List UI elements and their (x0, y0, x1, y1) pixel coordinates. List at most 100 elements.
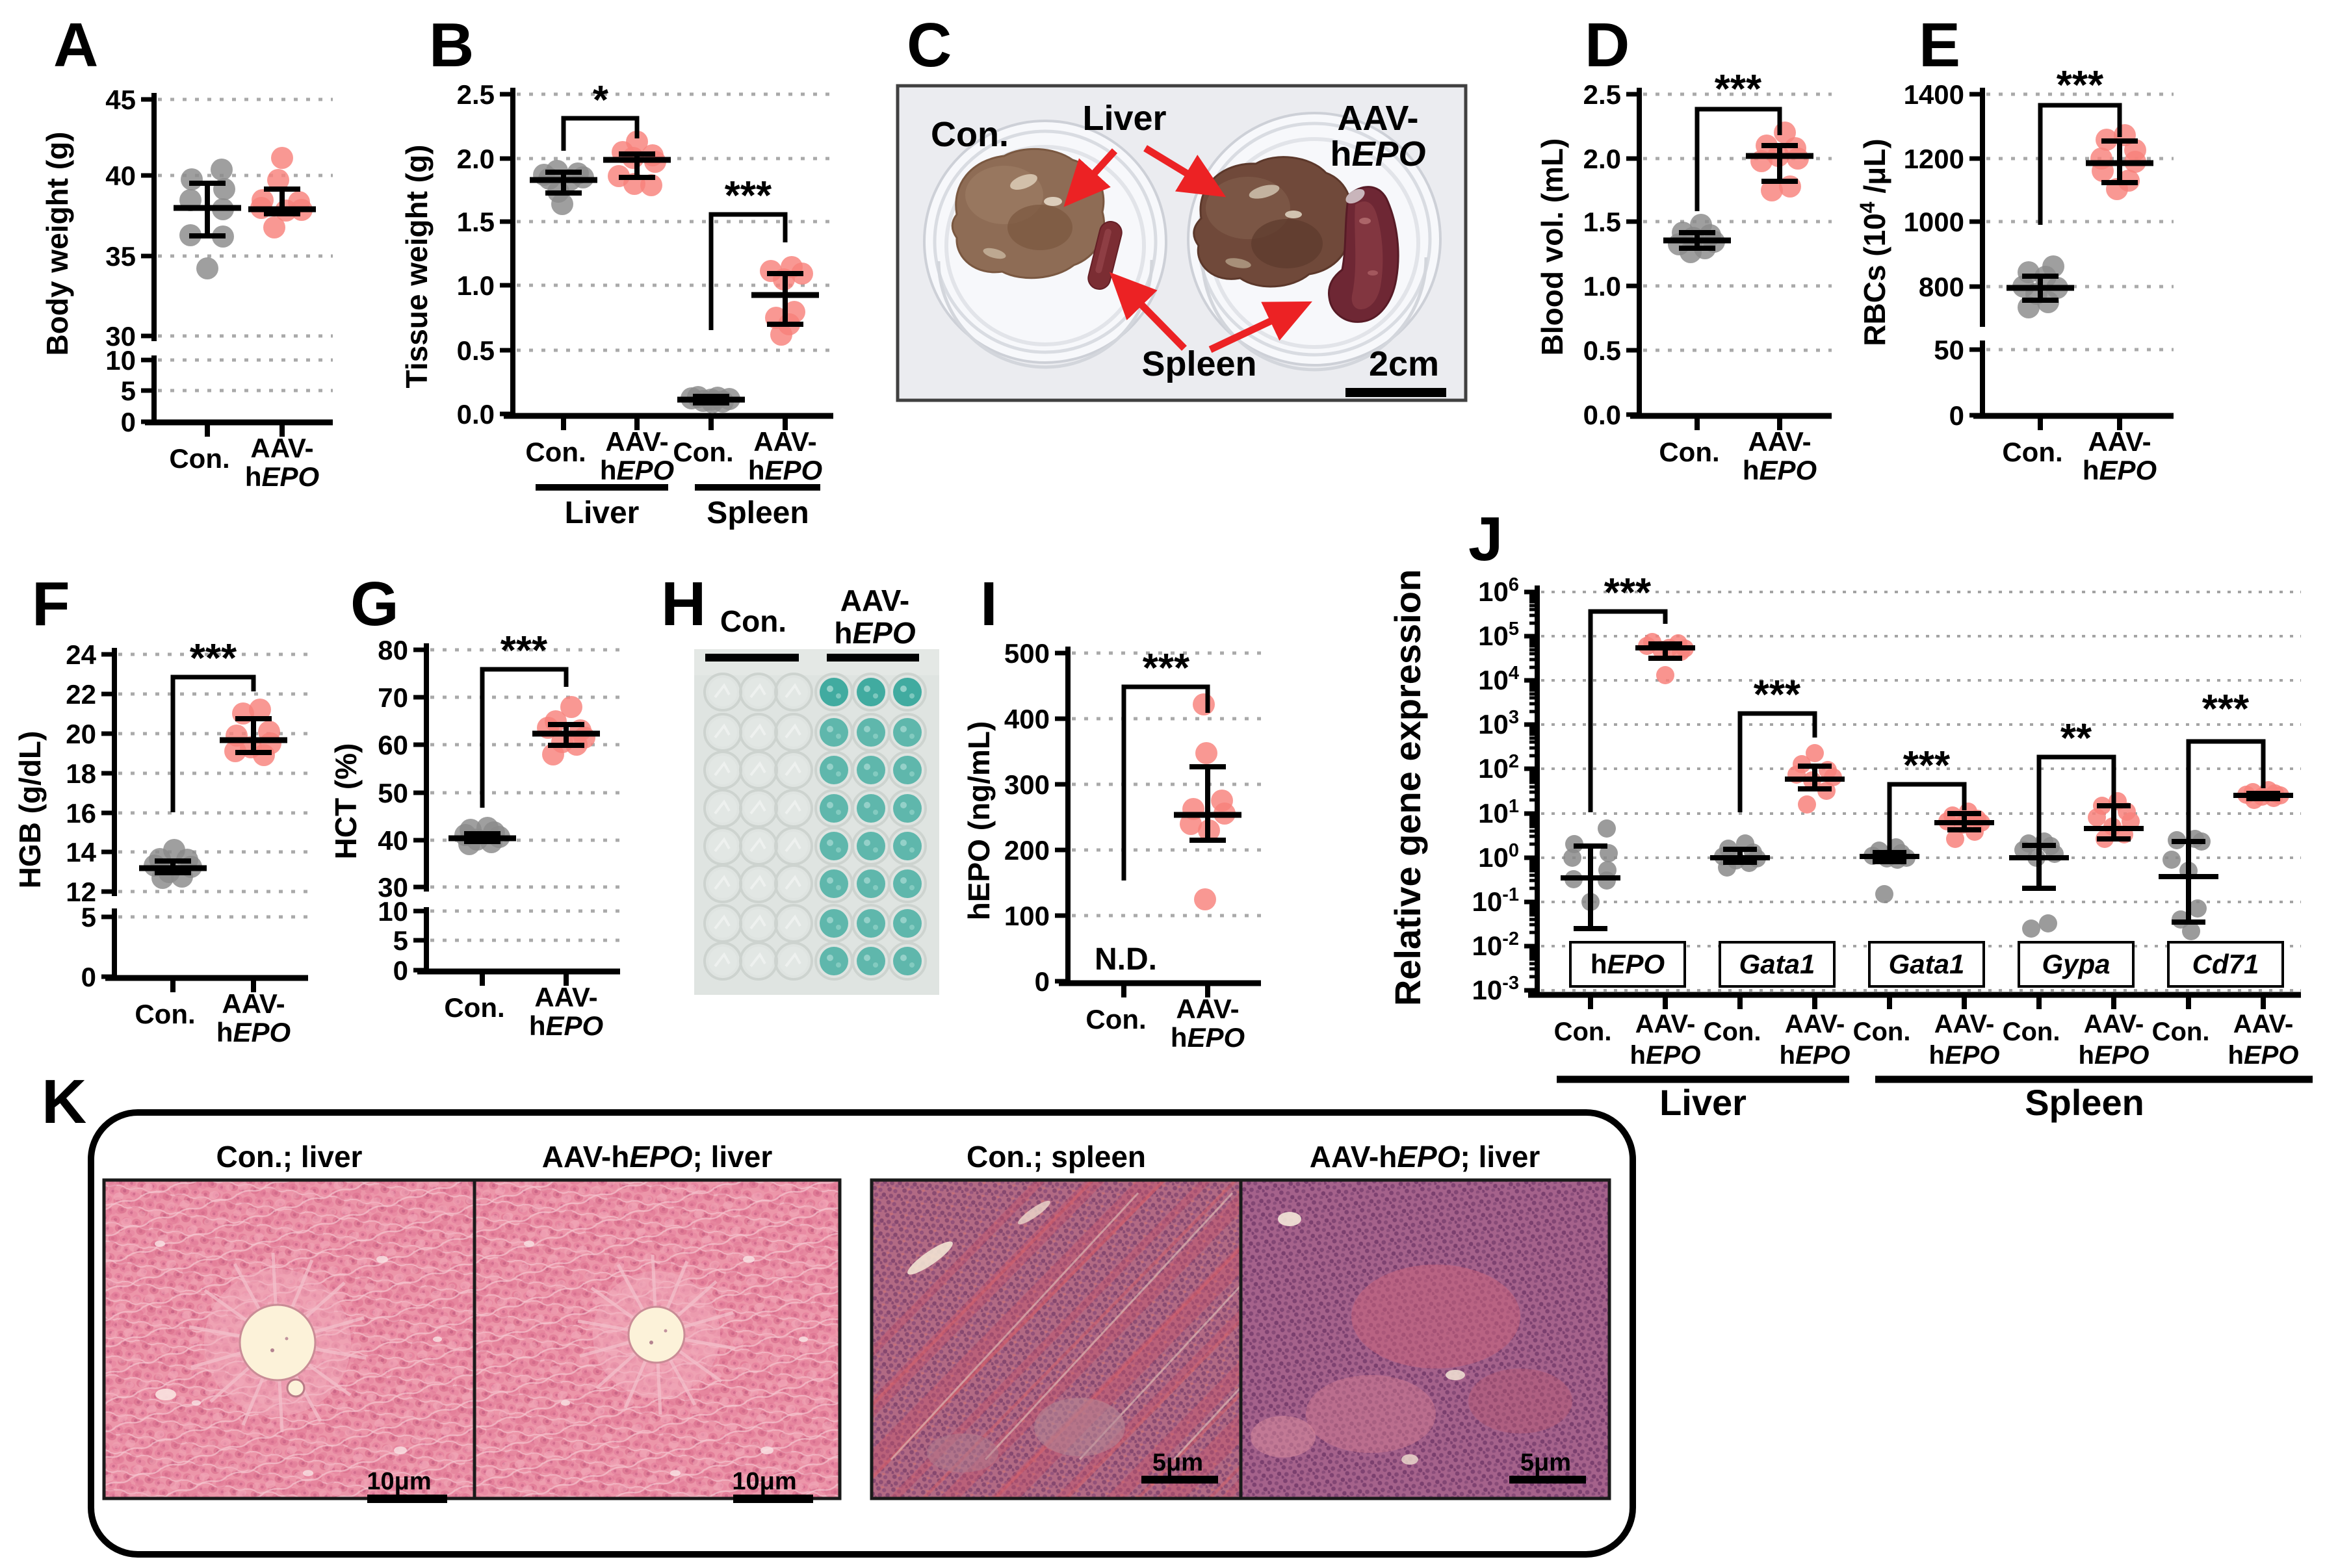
svg-text:***: *** (1143, 646, 1190, 691)
svg-text:D: D (1585, 10, 1630, 80)
svg-text:F: F (32, 569, 70, 639)
svg-text:0: 0 (81, 962, 96, 992)
svg-text:hEPO: hEPO (834, 616, 915, 650)
svg-text:10-3: 10-3 (1472, 973, 1519, 1005)
svg-text:500: 500 (1004, 638, 1050, 669)
svg-text:AAV-: AAV- (2088, 426, 2151, 457)
svg-text:45: 45 (105, 84, 136, 115)
svg-text:0.0: 0.0 (457, 399, 495, 430)
svg-text:5: 5 (81, 902, 96, 932)
svg-text:HGB (g/dL): HGB (g/dL) (13, 731, 47, 889)
svg-text:Blood vol. (mL): Blood vol. (mL) (1535, 138, 1569, 356)
svg-text:HCT (%): HCT (%) (329, 743, 363, 860)
svg-text:5μm: 5μm (1520, 1449, 1571, 1476)
svg-text:80: 80 (378, 635, 408, 665)
svg-text:30: 30 (378, 872, 408, 903)
svg-text:N.D.: N.D. (1095, 942, 1157, 977)
svg-text:hEPO: hEPO (1780, 1041, 1851, 1070)
svg-text:0: 0 (1949, 400, 1964, 431)
svg-text:1200: 1200 (1904, 144, 1964, 174)
svg-text:***: *** (2057, 63, 2104, 108)
svg-text:hEPO: hEPO (2228, 1041, 2299, 1070)
svg-text:hEPO: hEPO (529, 1010, 603, 1041)
svg-text:Con.: Con. (673, 437, 733, 467)
svg-text:18: 18 (66, 758, 96, 789)
svg-text:10: 10 (105, 345, 136, 376)
svg-text:0: 0 (1035, 966, 1050, 997)
svg-text:E: E (1919, 10, 1960, 80)
svg-text:1.0: 1.0 (457, 270, 495, 301)
svg-text:Spleen: Spleen (707, 496, 809, 530)
svg-text:10μm: 10μm (367, 1468, 431, 1495)
svg-text:hEPO: hEPO (1591, 949, 1665, 979)
svg-text:AAV-: AAV- (753, 426, 816, 457)
svg-text:2.5: 2.5 (1583, 79, 1621, 110)
svg-text:800: 800 (1919, 272, 1964, 302)
svg-text:22: 22 (66, 679, 96, 710)
svg-text:1.0: 1.0 (1583, 271, 1621, 302)
svg-text:Gata1: Gata1 (1889, 949, 1965, 979)
svg-text:Con.: Con. (1853, 1018, 1911, 1046)
svg-text:Con.; liver: Con.; liver (216, 1140, 363, 1174)
svg-text:1000: 1000 (1904, 207, 1964, 237)
svg-text:hEPO: hEPO (1330, 135, 1425, 174)
svg-text:Body weight (g): Body weight (g) (40, 132, 74, 356)
svg-text:2.0: 2.0 (457, 144, 495, 174)
svg-text:Con.: Con. (720, 604, 786, 638)
svg-text:400: 400 (1004, 704, 1050, 734)
svg-text:105: 105 (1478, 619, 1519, 651)
svg-text:hEPO: hEPO (1630, 1041, 1701, 1070)
svg-text:100: 100 (1004, 901, 1050, 931)
svg-text:***: *** (1604, 571, 1652, 615)
svg-text:Con.: Con. (1659, 437, 1719, 467)
svg-text:100: 100 (1478, 840, 1519, 873)
svg-text:***: *** (1754, 673, 1801, 717)
svg-text:**: ** (2060, 716, 2092, 761)
svg-text:1.5: 1.5 (1583, 207, 1621, 237)
svg-text:Tissue weight (g): Tissue weight (g) (400, 145, 434, 389)
svg-text:Liver: Liver (1659, 1082, 1747, 1123)
svg-text:Con.: Con. (135, 999, 195, 1029)
svg-text:50: 50 (378, 778, 408, 808)
svg-text:Con.: Con. (2003, 1018, 2060, 1046)
svg-text:AAV-: AAV- (1748, 426, 1811, 457)
svg-text:60: 60 (378, 730, 408, 760)
svg-text:AAV-: AAV- (840, 584, 910, 617)
svg-text:*: * (593, 78, 609, 123)
svg-text:Cd71: Cd71 (2192, 949, 2259, 979)
svg-text:10: 10 (378, 896, 408, 927)
svg-text:Liver: Liver (565, 496, 640, 530)
svg-text:hEPO: hEPO (2083, 455, 2157, 485)
svg-text:Con.: Con. (2002, 437, 2062, 467)
svg-text:A: A (53, 10, 98, 80)
svg-text:0: 0 (121, 407, 136, 437)
svg-text:hEPO: hEPO (1929, 1041, 2000, 1070)
svg-text:AAV-: AAV- (222, 988, 285, 1019)
svg-text:AAV-: AAV- (1934, 1010, 1995, 1038)
svg-text:Liver: Liver (1082, 99, 1166, 138)
svg-text:***: *** (725, 174, 772, 218)
svg-text:5μm: 5μm (1152, 1449, 1203, 1476)
svg-text:0.5: 0.5 (457, 335, 495, 366)
svg-text:hEPO: hEPO (1743, 455, 1817, 485)
svg-text:hEPO (ng/mL): hEPO (ng/mL) (962, 721, 996, 921)
svg-text:hEPO: hEPO (245, 461, 319, 492)
svg-text:0: 0 (393, 955, 408, 986)
svg-text:10μm: 10μm (732, 1468, 796, 1495)
svg-text:***: *** (500, 628, 548, 673)
svg-text:40: 40 (105, 161, 136, 191)
svg-text:Spleen: Spleen (2025, 1082, 2144, 1123)
svg-text:Con.: Con. (444, 992, 504, 1023)
svg-text:Gata1: Gata1 (1739, 949, 1815, 979)
svg-text:AAV-: AAV- (1785, 1010, 1845, 1038)
svg-text:Con.: Con. (1554, 1018, 1612, 1046)
svg-text:70: 70 (378, 682, 408, 713)
svg-text:K: K (42, 1067, 86, 1137)
svg-text:Con.: Con. (2152, 1018, 2210, 1046)
svg-text:***: *** (2202, 687, 2250, 732)
svg-text:***: *** (1903, 743, 1951, 788)
svg-text:AAV-: AAV- (2084, 1010, 2144, 1038)
svg-text:G: G (350, 569, 399, 639)
svg-text:hEPO: hEPO (600, 455, 674, 485)
svg-text:AAV-: AAV- (534, 982, 597, 1012)
